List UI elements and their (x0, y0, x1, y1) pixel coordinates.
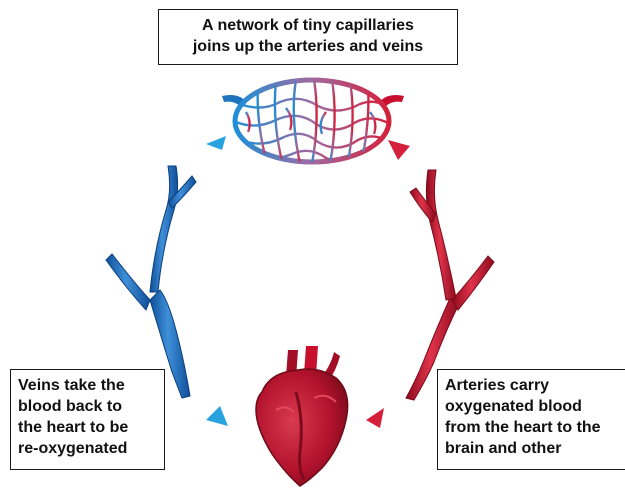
capillaries-caption-line-1: A network of tiny capillaries (159, 15, 457, 36)
arteries-caption-line-3: from the heart to the (445, 417, 625, 438)
artery-illustration (406, 170, 494, 400)
arrow-heart-to-vein-icon (206, 406, 228, 426)
capillaries-caption: A network of tiny capillaries joins up t… (158, 9, 458, 65)
arrow-vein-to-capillaries-icon (206, 136, 226, 150)
arteries-caption-line-4: brain and other (445, 438, 625, 459)
arrow-capillaries-to-artery-icon (388, 140, 410, 160)
arteries-caption: Arteries carry oxygenated blood from the… (437, 369, 625, 470)
vein-illustration (106, 166, 196, 398)
arteries-caption-line-1: Arteries carry (445, 375, 625, 396)
capillary-network (222, 80, 404, 164)
arrow-artery-to-heart-icon (366, 408, 384, 428)
veins-caption: Veins take the blood back to the heart t… (10, 369, 165, 470)
capillaries-caption-line-2: joins up the arteries and veins (159, 36, 457, 57)
veins-caption-line-3: the heart to be (18, 417, 164, 438)
arteries-caption-line-2: oxygenated blood (445, 396, 625, 417)
veins-caption-line-1: Veins take the (18, 375, 164, 396)
veins-caption-line-4: re-oxygenated (18, 438, 164, 459)
heart-illustration (256, 346, 348, 486)
veins-caption-line-2: blood back to (18, 396, 164, 417)
